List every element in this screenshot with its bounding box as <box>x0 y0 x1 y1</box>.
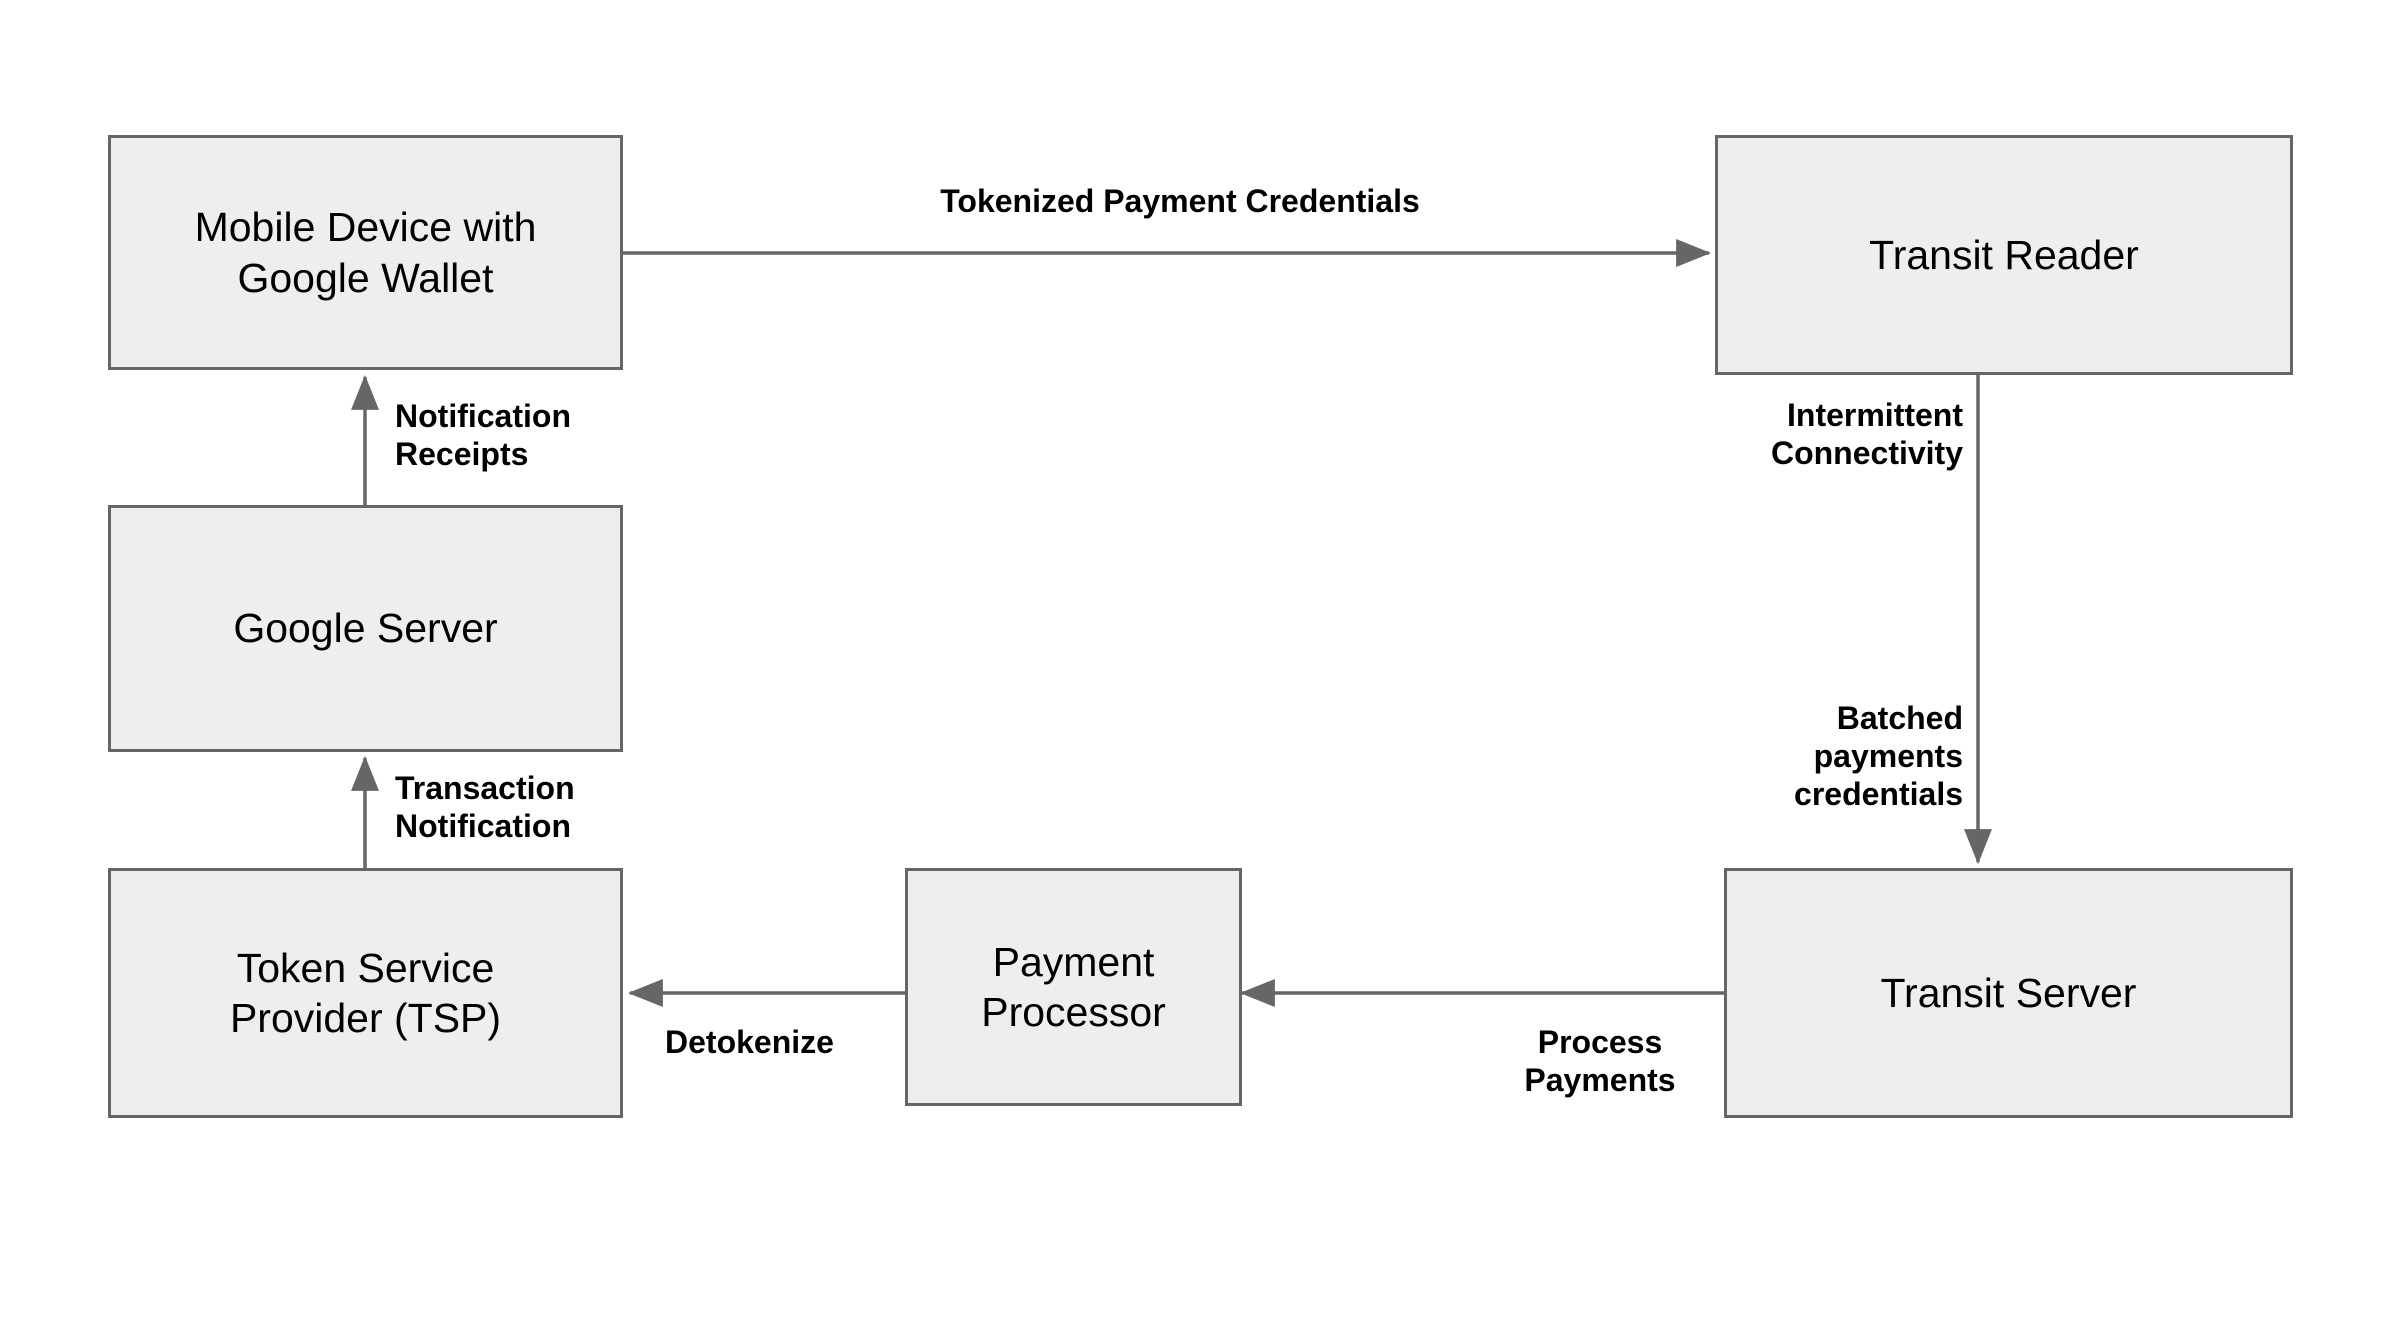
node-payment-processor[interactable]: Payment Processor <box>905 868 1242 1106</box>
node-google-server-label: Google Server <box>233 605 498 652</box>
node-token-service-provider[interactable]: Token Service Provider (TSP) <box>108 868 623 1118</box>
node-transit-reader-label: Transit Reader <box>1869 231 2139 278</box>
edge-label-intermittent-connectivity: Intermittent Connectivity <box>1770 397 1963 471</box>
node-google-server[interactable]: Google Server <box>108 505 623 752</box>
node-transit-server-label: Transit Server <box>1880 969 2137 1016</box>
node-payment-processor-label: Payment Processor <box>981 938 1166 1035</box>
node-mobile-device-label: Mobile Device with Google Wallet <box>194 204 537 301</box>
edge-label-detokenize: Detokenize <box>665 1024 834 1060</box>
edge-label-batched-payments-credentials: Batched payments credentials <box>1794 700 1963 812</box>
edge-label-transaction-notification: Transaction Notification <box>395 770 575 844</box>
node-token-service-provider-label: Token Service Provider (TSP) <box>229 944 502 1041</box>
node-transit-reader[interactable]: Transit Reader <box>1715 135 2293 375</box>
edge-label-notification-receipts: Notification Receipts <box>395 398 571 472</box>
edge-label-tokenized-payment-credentials: Tokenized Payment Credentials <box>940 183 1420 219</box>
node-mobile-device[interactable]: Mobile Device with Google Wallet <box>108 135 623 370</box>
edge-label-process-payments: Process Payments <box>1524 1024 1676 1098</box>
node-transit-server[interactable]: Transit Server <box>1724 868 2293 1118</box>
